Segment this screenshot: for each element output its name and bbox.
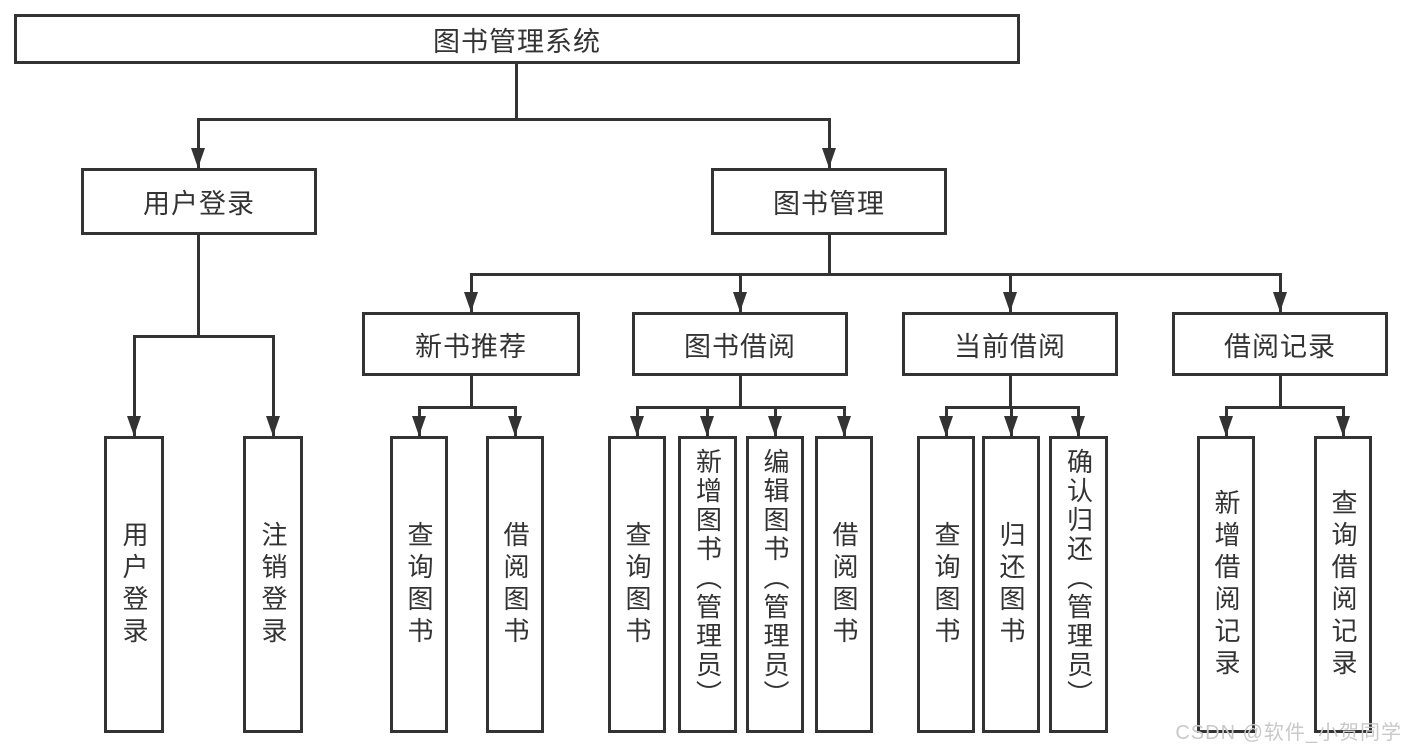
connector-line — [197, 235, 200, 335]
connector-line — [739, 376, 742, 406]
leaf-query-borrow-record-label: 查询借阅记录 — [1328, 488, 1358, 681]
arrowhead — [127, 416, 141, 436]
leaf-edit-book-admin-label: 编辑图书（管理员） — [760, 448, 790, 709]
connector-line — [197, 118, 200, 168]
arrowhead — [1003, 292, 1017, 312]
connector-line — [636, 406, 846, 409]
connector-line — [272, 335, 275, 436]
leaf-add-borrow-record: 新增借阅记录 — [1197, 436, 1255, 733]
node-book-borrow: 图书借阅 — [632, 312, 848, 376]
arrowhead — [768, 416, 782, 436]
connector-line — [470, 273, 1281, 276]
node-book-management-label: 图书管理 — [773, 189, 885, 219]
arrowhead — [1219, 416, 1233, 436]
leaf-return-books-label: 归还图书 — [996, 520, 1026, 649]
arrowhead — [464, 292, 478, 312]
connector-line — [418, 406, 517, 409]
leaf-borrow-books-recommend-label: 借阅图书 — [500, 520, 530, 649]
leaf-borrow-books-recommend: 借阅图书 — [486, 436, 544, 733]
arrowhead — [412, 416, 426, 436]
leaf-borrow-books-label: 借阅图书 — [829, 520, 859, 649]
connector-line — [197, 118, 831, 121]
node-user-login: 用户登录 — [81, 168, 317, 235]
connector-line — [1225, 406, 1345, 409]
connector-line — [828, 235, 831, 273]
node-current-borrow: 当前借阅 — [902, 312, 1118, 376]
node-root-label: 图书管理系统 — [433, 26, 601, 57]
arrowhead — [1273, 292, 1287, 312]
leaf-borrow-books: 借阅图书 — [815, 436, 873, 733]
arrowhead — [700, 416, 714, 436]
node-new-book-recommend-label: 新书推荐 — [415, 331, 527, 362]
leaf-user-login: 用户登录 — [104, 436, 164, 733]
leaf-add-borrow-record-label: 新增借阅记录 — [1211, 488, 1241, 681]
arrowhead — [1071, 416, 1085, 436]
node-root: 图书管理系统 — [14, 14, 1020, 64]
leaf-add-book-admin-label: 新增图书（管理员） — [692, 448, 723, 709]
leaf-query-books-recommend-label: 查询图书 — [404, 520, 434, 649]
watermark: CSDN @软件_小贺同学 — [1175, 722, 1402, 744]
leaf-user-login-label: 用户登录 — [119, 520, 149, 649]
node-book-management: 图书管理 — [711, 168, 947, 235]
connector-line — [515, 64, 518, 118]
arrowhead — [630, 416, 644, 436]
node-book-borrow-label: 图书借阅 — [684, 331, 796, 362]
arrowhead — [1004, 416, 1018, 436]
leaf-query-books-current: 查询图书 — [917, 436, 975, 733]
arrowhead — [1336, 416, 1350, 436]
arrowhead — [508, 416, 522, 436]
connector-line — [1009, 376, 1012, 406]
leaf-confirm-return-admin: 确认归还（管理员） — [1049, 436, 1108, 733]
connector-line — [1279, 376, 1282, 406]
leaf-add-book-admin: 新增图书（管理员） — [678, 436, 737, 733]
connector-line — [470, 376, 473, 406]
leaf-edit-book-admin: 编辑图书（管理员） — [746, 436, 804, 733]
leaf-logout: 注销登录 — [243, 436, 303, 733]
connector-line — [133, 335, 275, 338]
leaf-return-books: 归还图书 — [982, 436, 1040, 733]
arrowhead — [266, 416, 280, 436]
arrowhead — [822, 148, 836, 168]
leaf-logout-label: 注销登录 — [258, 520, 288, 649]
connector-line — [828, 118, 831, 168]
arrowhead — [733, 292, 747, 312]
node-borrow-records: 借阅记录 — [1172, 312, 1388, 376]
leaf-query-books-borrow-label: 查询图书 — [622, 520, 652, 649]
node-user-login-label: 用户登录 — [143, 189, 255, 219]
leaf-confirm-return-admin-label: 确认归还（管理员） — [1063, 448, 1094, 709]
connector-line — [133, 335, 136, 436]
leaf-query-books-borrow: 查询图书 — [608, 436, 666, 733]
leaf-query-books-current-label: 查询图书 — [931, 520, 961, 649]
leaf-query-books-recommend: 查询图书 — [390, 436, 448, 733]
arrowhead — [191, 148, 205, 168]
node-new-book-recommend: 新书推荐 — [362, 312, 580, 376]
node-current-borrow-label: 当前借阅 — [954, 331, 1066, 362]
arrowhead — [939, 416, 953, 436]
leaf-query-borrow-record: 查询借阅记录 — [1314, 436, 1372, 733]
node-borrow-records-label: 借阅记录 — [1224, 331, 1336, 362]
arrowhead — [837, 416, 851, 436]
